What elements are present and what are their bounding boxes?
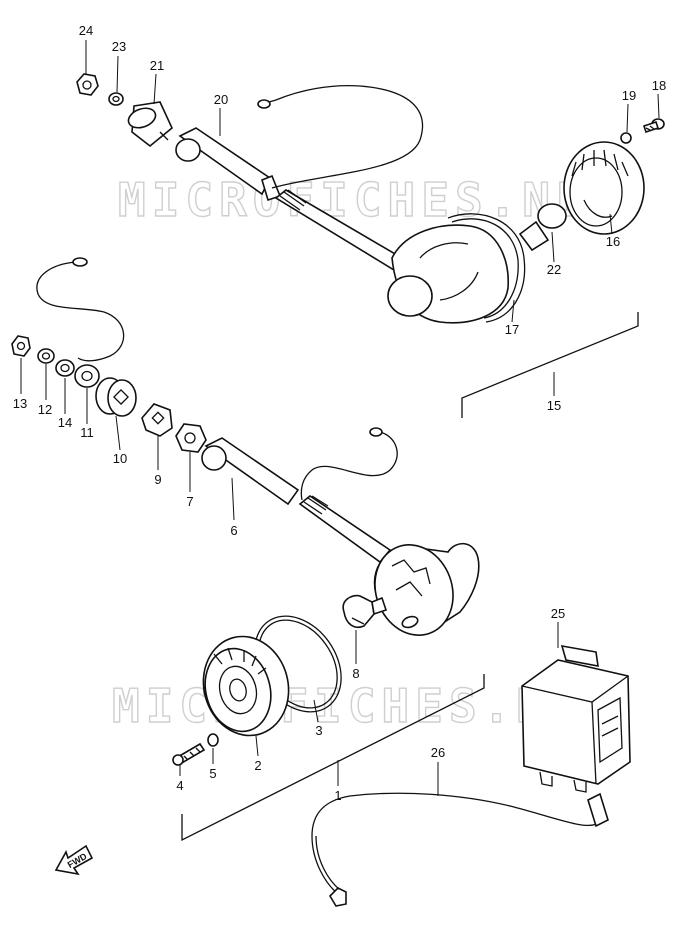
callout-4: 4 xyxy=(176,778,183,793)
housing-17 xyxy=(387,224,509,324)
callout-8: 8 xyxy=(352,666,359,681)
washer-19 xyxy=(620,132,632,144)
watermark-top: MICROFICHES.NET xyxy=(118,173,623,227)
callout-12: 12 xyxy=(38,402,52,417)
rear-turn-signal-assembly xyxy=(76,73,665,418)
callout-10: 10 xyxy=(113,451,127,466)
front-turn-signal-assembly xyxy=(172,427,485,842)
bracket-15 xyxy=(461,312,639,418)
wire-harness-26 xyxy=(311,792,609,907)
washer-14 xyxy=(55,359,75,377)
wire-6 xyxy=(300,431,398,501)
mounting-hardware xyxy=(11,257,207,453)
callout-20: 20 xyxy=(214,92,228,107)
stem-rod-lower xyxy=(298,495,392,564)
nut-13 xyxy=(11,335,31,357)
callout-13: 13 xyxy=(13,396,27,411)
relay-25 xyxy=(521,644,631,793)
callout-22: 22 xyxy=(547,262,561,277)
lead-wire-left xyxy=(36,261,125,362)
callout-14: 14 xyxy=(58,415,72,430)
spacer-9 xyxy=(141,403,173,437)
connector-26 xyxy=(587,792,609,828)
callout-15: 15 xyxy=(547,398,561,413)
nut-24 xyxy=(76,73,99,96)
leader-lines xyxy=(20,40,660,796)
callout-9: 9 xyxy=(154,472,161,487)
housing-lower xyxy=(373,542,480,636)
callout-19: 19 xyxy=(622,88,636,103)
callout-1: 1 xyxy=(334,788,341,803)
callout-24: 24 xyxy=(79,23,93,38)
lens-2 xyxy=(202,635,290,737)
callout-2: 2 xyxy=(254,758,261,773)
washer-23 xyxy=(108,92,124,106)
bracket-1 xyxy=(181,674,485,842)
callout-7: 7 xyxy=(186,494,193,509)
callout-11: 11 xyxy=(80,425,94,440)
callout-16: 16 xyxy=(606,234,620,249)
bulb-8 xyxy=(342,594,388,628)
callout-6: 6 xyxy=(230,523,237,538)
stem-boot-20 xyxy=(175,127,282,202)
gasket-17 xyxy=(447,213,526,323)
callout-23: 23 xyxy=(112,39,126,54)
screw-18 xyxy=(642,118,665,134)
lens-16 xyxy=(563,141,645,235)
callout-3: 3 xyxy=(315,723,322,738)
callout-21: 21 xyxy=(150,58,164,73)
callout-25: 25 xyxy=(551,606,565,621)
washer-11 xyxy=(74,364,100,388)
washer-5 xyxy=(207,733,219,747)
wire-terminal-6 xyxy=(369,427,383,437)
forward-direction-arrow-icon: FWD xyxy=(54,844,94,876)
bulb-22 xyxy=(518,203,567,252)
nut-7 xyxy=(175,423,207,453)
wire-terminal-20 xyxy=(257,99,271,109)
callout-17: 17 xyxy=(505,322,519,337)
stem-boot-6 xyxy=(201,437,300,506)
callout-18: 18 xyxy=(652,78,666,93)
gasket-17-inner xyxy=(451,218,519,319)
collar-21 xyxy=(127,101,173,148)
callout-26: 26 xyxy=(431,745,445,760)
callout-numbers: 24 23 21 20 19 18 22 16 17 15 13 12 14 1… xyxy=(13,23,666,803)
wire-20 xyxy=(261,84,424,189)
washer-12 xyxy=(37,348,55,364)
wire-terminal-left xyxy=(72,257,88,267)
callout-5: 5 xyxy=(209,766,216,781)
grommet-10 xyxy=(95,377,137,417)
screw-4 xyxy=(172,742,206,766)
wire-terminal-26 xyxy=(328,887,347,907)
